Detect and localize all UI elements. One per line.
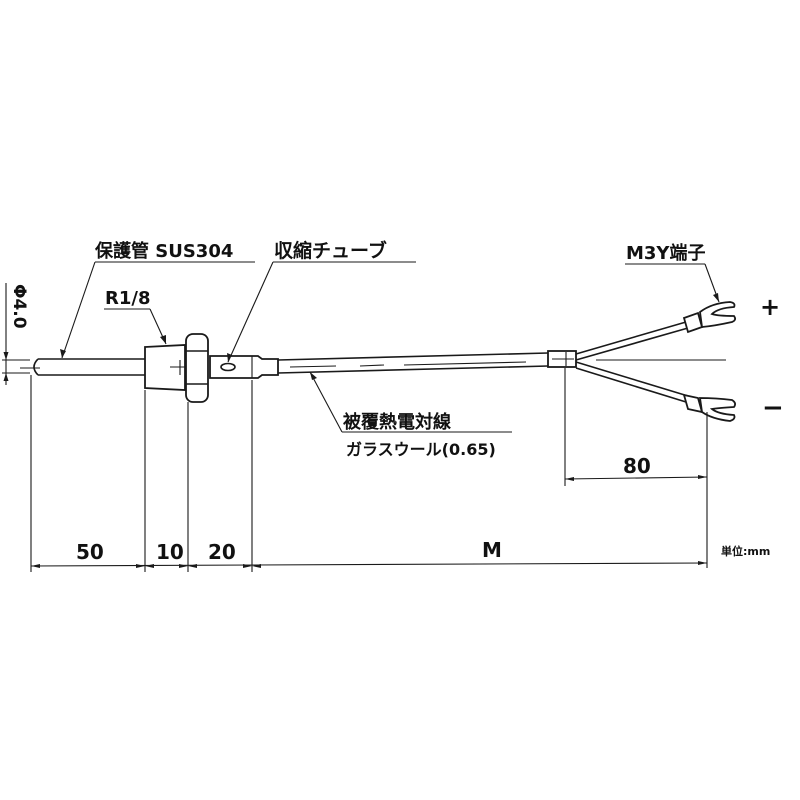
minus-polarity-label: −	[762, 393, 784, 423]
extension-lines	[30, 368, 708, 572]
diameter-label: Φ4.0	[9, 284, 29, 329]
protection-tube	[20, 358, 145, 376]
split-leads	[575, 321, 726, 403]
dim-thread-length: 10	[156, 540, 184, 564]
y-terminal-minus	[682, 393, 737, 422]
split-sleeve	[547, 350, 577, 368]
shrink-tube-label: 収縮チューブ	[274, 239, 387, 262]
coated-wire-label: 被覆熱電対線	[343, 411, 451, 433]
leader-protection-tube: 保護管 SUS304	[60, 240, 255, 359]
dimension-chain: 50 10 20 M	[30, 538, 708, 568]
split-dimension: 80	[564, 454, 708, 481]
terminal-label: M3Y端子	[626, 243, 705, 264]
thread-label: R1/8	[105, 288, 150, 309]
wire-spec-label: ガラスウール(0.65)	[346, 440, 496, 459]
coated-wire	[277, 352, 549, 374]
leader-terminal: M3Y端子	[625, 243, 720, 303]
dim-tip-length: 50	[76, 540, 104, 564]
diameter-dimension: Φ4.0	[2, 283, 30, 385]
dim-shrink-length: 20	[208, 540, 236, 564]
leader-coated-wire: 被覆熱電対線 ガラスウール(0.65)	[309, 371, 512, 459]
leader-thread: R1/8	[104, 288, 167, 345]
unit-note: 単位:mm	[721, 544, 770, 558]
y-terminal-plus	[682, 301, 737, 334]
thread-fitting	[144, 344, 190, 391]
hex-nut	[185, 333, 209, 403]
dim-lead-length: M	[482, 538, 502, 562]
protection-tube-label: 保護管 SUS304	[94, 240, 233, 262]
shrink-tube	[209, 355, 279, 379]
dim-split-length: 80	[623, 454, 651, 478]
leader-shrink-tube: 収縮チューブ	[227, 239, 416, 363]
plus-polarity-label: +	[760, 293, 780, 321]
